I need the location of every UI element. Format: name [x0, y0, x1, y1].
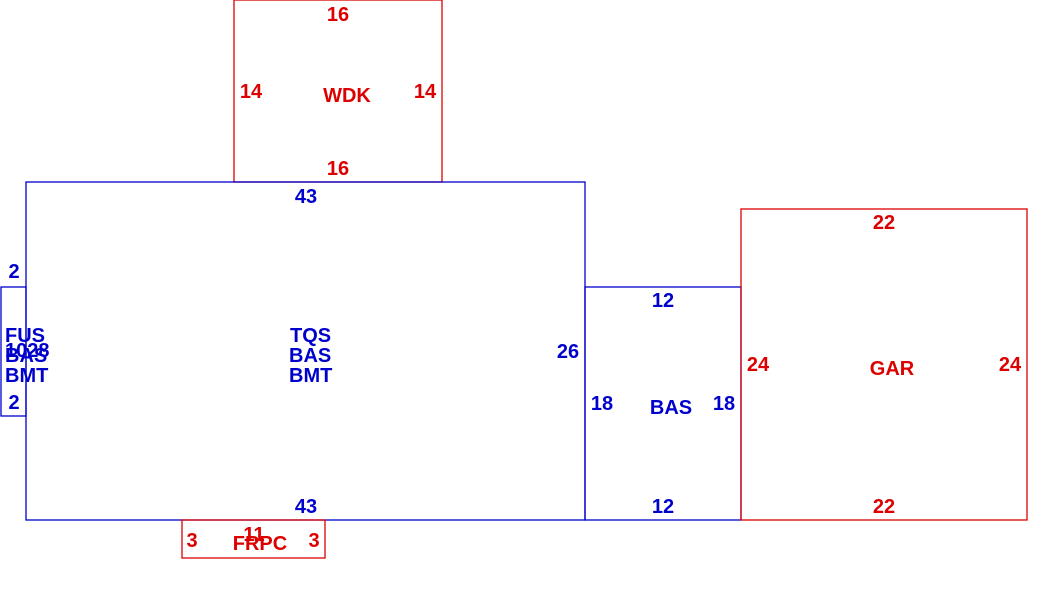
gar-bottom-dimension: 22 [873, 496, 895, 518]
wdk-bottom-dimension: 16 [327, 158, 349, 180]
frpc-outline [181, 519, 326, 559]
frpc-left-dimension: 3 [186, 530, 197, 552]
gar-area: 22 24 GAR 24 22 [740, 208, 1028, 521]
frpc-width-dimension: 11 [243, 524, 264, 546]
wdk-right-dimension: 14 [414, 81, 437, 103]
main-code-label-3: BMT [289, 365, 332, 387]
main-right-dimension: 26 [557, 341, 579, 363]
main-top-dimension: 43 [295, 186, 317, 208]
gar-right-dimension: 24 [999, 354, 1022, 376]
left-strip-overlap-text: 1028 [5, 340, 50, 362]
gar-code-label: GAR [870, 358, 915, 380]
bas-left-dimension: 18 [591, 393, 613, 415]
left-strip-bottom-dimension: 2 [8, 392, 19, 414]
frpc-right-dimension: 3 [308, 530, 319, 552]
gar-outline [740, 208, 1028, 521]
wdk-code-label: WDK [323, 85, 371, 107]
gar-top-dimension: 22 [873, 212, 895, 234]
wdk-area: 16 14 WDK 14 16 [233, 0, 443, 183]
wdk-left-dimension: 14 [240, 81, 263, 103]
left-strip-code-label-3: BMT [5, 365, 48, 387]
left-strip-code-label-1: FUS [5, 325, 45, 347]
bas-top-dimension: 12 [652, 290, 674, 312]
main-code-label-1: TQS [290, 325, 331, 347]
gar-left-dimension: 24 [747, 354, 770, 376]
main-bottom-dimension: 43 [295, 496, 317, 518]
main-code-label-2: BAS [289, 345, 331, 367]
bas-bottom-dimension: 12 [652, 496, 674, 518]
bas-area: 12 18 BAS 18 12 [584, 286, 742, 521]
frpc-code-label: FRPC [233, 533, 287, 555]
left-strip-top-dimension: 2 [8, 261, 19, 283]
left-strip-outline [0, 286, 27, 417]
wdk-top-dimension: 16 [327, 4, 349, 26]
frpc-area: 3 11 FRPC 3 [181, 519, 326, 559]
bas-code-label: BAS [650, 397, 692, 419]
left-strip-area: 2 FUS 1028 BAS BMT 2 [0, 261, 50, 417]
bas-right-dimension: 18 [713, 393, 735, 415]
left-strip-code-label-2: BAS [5, 345, 47, 367]
